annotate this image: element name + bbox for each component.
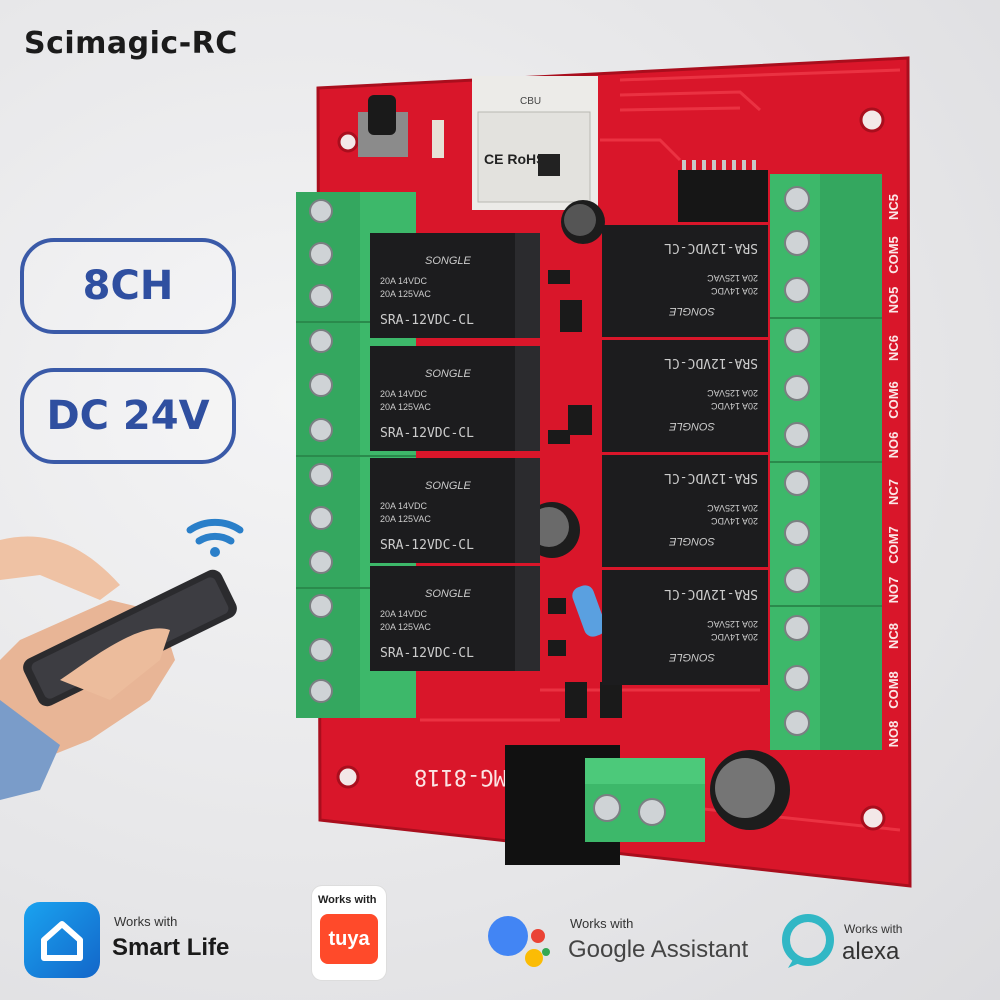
channels-badge: 8CH [20, 238, 236, 334]
voltage-badge: DC 24V [20, 368, 236, 464]
smartlife-works-with: Works with [114, 914, 178, 929]
svg-text:20A 14VDC: 20A 14VDC [380, 609, 428, 619]
relay: 20A 14VDC 20A 125VAC SONGLE SRA-12VDC-CL [602, 225, 768, 337]
smartlife-badge: Works with Smart Life [24, 898, 254, 978]
google-assistant-icon [488, 916, 550, 967]
terminal-label: COM6 [886, 381, 901, 419]
capacitor [561, 200, 605, 244]
alexa-works-with: Works with [844, 922, 903, 936]
svg-text:20A 14VDC: 20A 14VDC [710, 632, 758, 642]
terminal-label: COM7 [886, 526, 901, 564]
svg-text:20A 125VAC: 20A 125VAC [380, 514, 431, 524]
relay: 20A 14VDC 20A 125VAC SONGLE SRA-12VDC-CL [602, 455, 768, 567]
svg-text:SONGLE: SONGLE [668, 651, 715, 663]
svg-text:20A 14VDC: 20A 14VDC [380, 389, 428, 399]
tuya-badge: Works with tuya [312, 886, 386, 980]
terminal-label: NO5 [886, 287, 901, 314]
terminal-label: NC5 [886, 194, 901, 220]
smartlife-name: Smart Life [112, 934, 230, 961]
svg-text:SRA-12VDC-CL: SRA-12VDC-CL [664, 240, 758, 255]
relay: 20A 14VDC 20A 125VAC SONGLE SRA-12VDC-CL [370, 233, 540, 338]
svg-text:SONGLE: SONGLE [668, 420, 715, 432]
terminal-label: NC6 [886, 335, 901, 361]
google-works-with: Works with [570, 916, 634, 931]
svg-text:SRA-12VDC-CL: SRA-12VDC-CL [664, 355, 758, 370]
power-terminal [585, 758, 705, 842]
module-label: CBU [520, 96, 541, 107]
module-cert: CE RoHS [484, 151, 545, 167]
terminal-label: COM8 [886, 671, 901, 709]
right-terminal-block [770, 174, 882, 750]
svg-text:SONGLE: SONGLE [425, 368, 472, 380]
capacitor [710, 750, 790, 830]
svg-text:20A 125VAC: 20A 125VAC [707, 503, 758, 513]
svg-text:20A 125VAC: 20A 125VAC [707, 619, 758, 629]
svg-text:20A 125VAC: 20A 125VAC [380, 402, 431, 412]
svg-text:20A 14VDC: 20A 14VDC [710, 286, 758, 296]
terminal-label: NO8 [886, 721, 901, 748]
relay: 20A 14VDC 20A 125VAC SONGLE SRA-12VDC-CL [370, 346, 540, 451]
svg-text:SRA-12VDC-CL: SRA-12VDC-CL [380, 538, 474, 553]
alexa-name: alexa [842, 938, 900, 965]
svg-text:20A 14VDC: 20A 14VDC [380, 276, 428, 286]
hand-with-phone [0, 536, 237, 800]
voltage-label: DC 24V [46, 393, 210, 439]
wifi-icon [186, 518, 244, 557]
terminal-label: COM5 [886, 236, 901, 274]
tuya-logo-text: tuya [328, 927, 370, 950]
relay: 20A 14VDC 20A 125VAC SONGLE SRA-12VDC-CL [602, 340, 768, 452]
resistor [572, 585, 606, 637]
google-badge: Works with Google Assistant [486, 906, 756, 976]
relay: 20A 14VDC 20A 125VAC SONGLE SRA-12VDC-CL [370, 458, 540, 563]
ic-chip [678, 170, 768, 222]
svg-text:20A 125VAC: 20A 125VAC [707, 388, 758, 398]
svg-text:20A 14VDC: 20A 14VDC [710, 401, 758, 411]
relay: 20A 14VDC 20A 125VAC SONGLE SRA-12VDC-CL [602, 570, 768, 685]
board-model-text: SMG-8118 [414, 764, 520, 789]
alexa-icon [782, 914, 834, 968]
terminal-label: NO6 [886, 432, 901, 459]
alexa-badge: Works with alexa [780, 910, 980, 980]
svg-text:SRA-12VDC-CL: SRA-12VDC-CL [380, 646, 474, 661]
svg-text:SRA-12VDC-CL: SRA-12VDC-CL [664, 586, 758, 601]
terminal-label: NC8 [886, 623, 901, 649]
terminal-label: NC7 [886, 479, 901, 505]
tuya-icon: tuya [320, 914, 378, 964]
terminal-label: NO7 [886, 577, 901, 604]
relay: 20A 14VDC 20A 125VAC SONGLE SRA-12VDC-CL [370, 566, 540, 671]
svg-text:SONGLE: SONGLE [425, 255, 472, 267]
brand-logo-text: Scimagic-RC [24, 26, 238, 61]
svg-text:SRA-12VDC-CL: SRA-12VDC-CL [380, 426, 474, 441]
left-terminal-block [296, 192, 416, 718]
svg-text:SONGLE: SONGLE [668, 535, 715, 547]
svg-text:SONGLE: SONGLE [668, 305, 715, 317]
smartlife-icon [24, 902, 100, 978]
channels-label: 8CH [82, 263, 174, 309]
svg-text:20A 125VAC: 20A 125VAC [380, 289, 431, 299]
svg-text:20A 14VDC: 20A 14VDC [710, 516, 758, 526]
svg-text:SRA-12VDC-CL: SRA-12VDC-CL [380, 313, 474, 328]
svg-text:SONGLE: SONGLE [425, 588, 472, 600]
svg-text:20A 125VAC: 20A 125VAC [707, 273, 758, 283]
svg-text:20A 14VDC: 20A 14VDC [380, 501, 428, 511]
svg-text:SRA-12VDC-CL: SRA-12VDC-CL [664, 470, 758, 485]
tuya-works-with: Works with [318, 894, 377, 906]
svg-text:SONGLE: SONGLE [425, 480, 472, 492]
google-name: Google Assistant [568, 936, 749, 963]
svg-text:20A 125VAC: 20A 125VAC [380, 622, 431, 632]
